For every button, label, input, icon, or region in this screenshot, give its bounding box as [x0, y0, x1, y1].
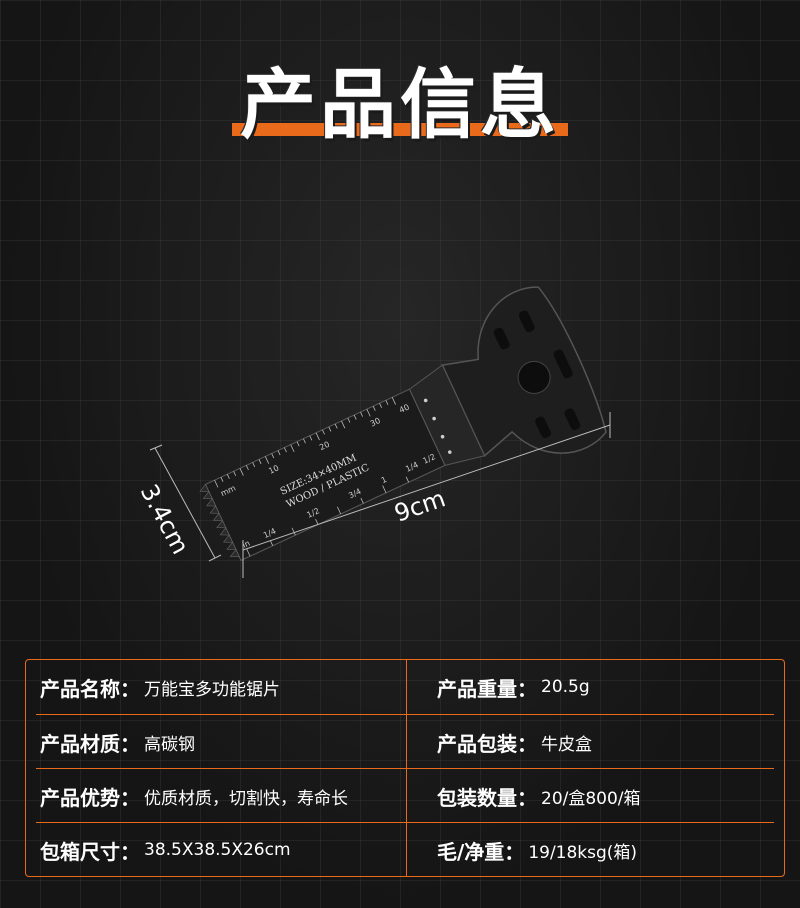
length-dimension-label: 9cm: [391, 484, 449, 527]
spec-cell-box-size: 包箱尺寸： 38.5X38.5X26cm: [40, 823, 291, 877]
spec-label: 包箱尺寸：: [40, 839, 140, 864]
spec-label: 产品重量：: [437, 676, 537, 701]
height-dimension-line: [154, 447, 216, 559]
saw-blade-illustration: mm 10 20 30 40 in 1/4 1/2 3/4 1 1/4 1/2 …: [135, 286, 611, 578]
spec-cell-gross-net-weight: 毛/净重： 19/18ksg(箱): [437, 823, 637, 877]
spec-row: 产品优势： 优质材质，切割快，寿命长 包装数量： 20/盒800/箱: [26, 769, 784, 823]
spec-label: 毛/净重：: [437, 839, 525, 864]
spec-row: 产品名称： 万能宝多功能锯片 产品重量： 20.5g: [26, 660, 784, 714]
spec-value: 万能宝多功能锯片: [144, 679, 280, 700]
inch-label: in: [241, 539, 251, 550]
row-divider: [36, 768, 774, 769]
spec-value: 高碳钢: [144, 734, 195, 755]
inch-label: 1: [380, 475, 388, 485]
spec-cell-weight: 产品重量： 20.5g: [437, 660, 590, 714]
spec-cell-quantity: 包装数量： 20/盒800/箱: [437, 769, 641, 823]
length-dimension-line: [242, 424, 611, 551]
ruler-label: 30: [369, 416, 382, 428]
row-divider: [36, 714, 774, 715]
title-section: 产品信息: [0, 55, 800, 155]
spec-row: 产品材质： 高碳钢 产品包装： 牛皮盒: [26, 715, 784, 769]
spec-label: 产品名称：: [40, 676, 140, 701]
spec-value: 19/18ksg(箱): [528, 842, 638, 863]
spec-label: 包装数量：: [437, 785, 537, 810]
blade-teeth: [199, 483, 240, 558]
ruler-label: 40: [398, 403, 411, 415]
spec-row: 包箱尺寸： 38.5X38.5X26cm 毛/净重： 19/18ksg(箱): [26, 823, 784, 877]
spec-cell-name: 产品名称： 万能宝多功能锯片: [40, 660, 280, 714]
spec-value: 20.5g: [541, 677, 590, 697]
ruler-label: 10: [267, 463, 280, 475]
spec-label: 产品材质：: [40, 731, 140, 756]
spec-label: 产品包装：: [437, 731, 537, 756]
height-dimension-label: 3.4cm: [135, 480, 195, 559]
spec-value: 牛皮盒: [541, 734, 592, 755]
spec-value: 优质材质，切割快，寿命长: [144, 788, 348, 809]
spec-table: 产品名称： 万能宝多功能锯片 产品重量： 20.5g 产品材质： 高碳钢 产品包…: [25, 659, 785, 877]
spec-cell-advantages: 产品优势： 优质材质，切割快，寿命长: [40, 769, 348, 823]
product-diagram: mm 10 20 30 40 in 1/4 1/2 3/4 1 1/4 1/2 …: [0, 250, 800, 600]
spec-cell-packaging: 产品包装： 牛皮盒: [437, 715, 592, 769]
title-accent-bar: [232, 123, 568, 136]
spec-value: 20/盒800/箱: [541, 788, 641, 809]
ruler-label: 20: [318, 440, 331, 452]
row-divider: [36, 822, 774, 823]
spec-value: 38.5X38.5X26cm: [144, 840, 291, 860]
spec-label: 产品优势：: [40, 785, 140, 810]
spec-cell-material: 产品材质： 高碳钢: [40, 715, 195, 769]
page-title: 产品信息: [240, 60, 560, 149]
